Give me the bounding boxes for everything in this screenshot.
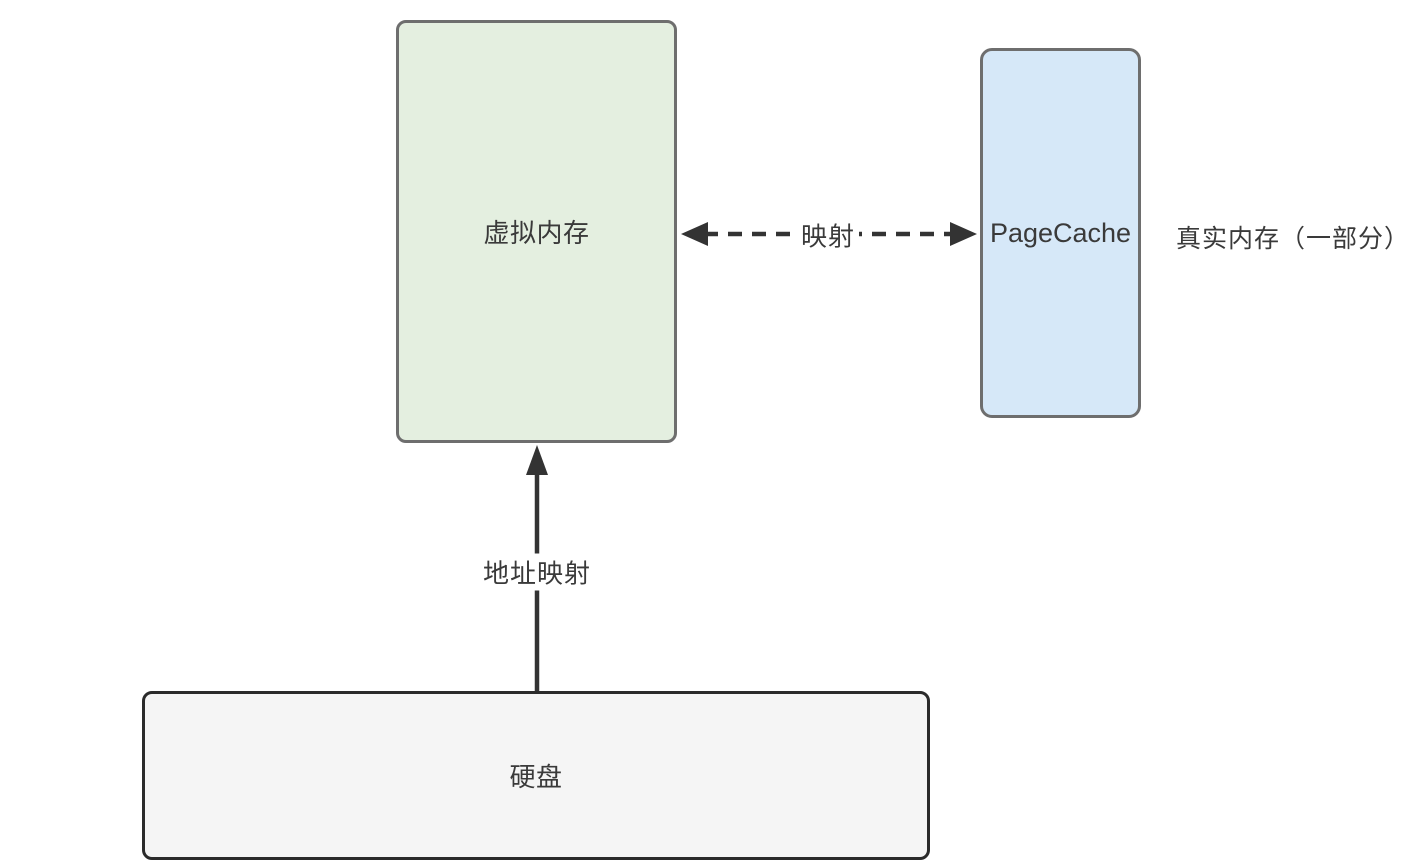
address-mapping-edge-label: 地址映射 [478,553,596,591]
hard-disk-node: 硬盘 [142,691,930,860]
virtual-memory-node: 虚拟内存 [396,20,677,443]
pagecache-node: PageCache [980,48,1141,418]
real-memory-annotation: 真实内存（一部分） [1176,225,1411,253]
virtual-memory-label: 虚拟内存 [483,218,590,248]
hard-disk-label: 硬盘 [509,762,563,792]
pagecache-label: PageCache [989,217,1132,248]
mapping-edge-label: 映射 [796,216,860,254]
